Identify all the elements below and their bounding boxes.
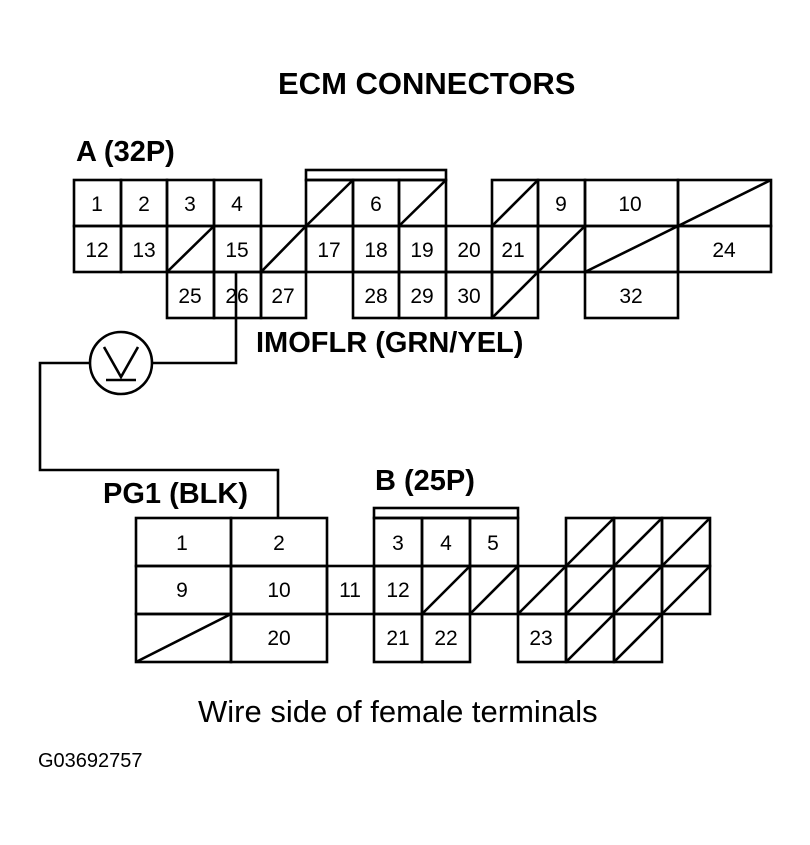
- pin-a-32: 32: [619, 285, 642, 308]
- connector-b-body: [134, 506, 712, 664]
- pin-a-30: 30: [457, 285, 480, 308]
- pin-a-19: 19: [410, 239, 433, 262]
- wire-label: IMOFLR (GRN/YEL): [256, 327, 524, 359]
- pin-a-26: 26: [225, 285, 248, 308]
- pin-b-9: 9: [176, 579, 188, 602]
- pin-a-2: 2: [138, 193, 150, 216]
- pin-b-3: 3: [392, 532, 404, 555]
- pin-a-29: 29: [410, 285, 433, 308]
- pin-a-17: 17: [317, 239, 340, 262]
- pin-a-18: 18: [364, 239, 387, 262]
- connector-a-body: [72, 168, 773, 320]
- ground-label: PG1 (BLK): [103, 478, 248, 510]
- pin-a-6: 6: [370, 193, 382, 216]
- pin-a-3: 3: [184, 193, 196, 216]
- caption: Wire side of female terminals: [198, 694, 598, 729]
- pin-a-21: 21: [501, 239, 524, 262]
- pin-a-10: 10: [618, 193, 641, 216]
- pin-b-5: 5: [487, 532, 499, 555]
- pin-a-15: 15: [225, 239, 248, 262]
- pin-b-23: 23: [529, 627, 552, 650]
- pin-a-1: 1: [91, 193, 103, 216]
- pin-a-24: 24: [712, 239, 736, 262]
- pin-a-27: 27: [271, 285, 294, 308]
- voltmeter-icon: [88, 330, 154, 396]
- pin-a-25: 25: [178, 285, 201, 308]
- figure-code: G03692757: [38, 750, 143, 772]
- pin-b-2: 2: [273, 532, 285, 555]
- connector-b-label: B (25P): [375, 465, 475, 497]
- pin-a-20: 20: [457, 239, 480, 262]
- pin-b-1: 1: [176, 532, 188, 555]
- pin-a-9: 9: [555, 193, 567, 216]
- test-wire: [38, 272, 280, 518]
- pin-a-28: 28: [364, 285, 387, 308]
- pin-b-12: 12: [386, 579, 409, 602]
- pin-a-4: 4: [231, 193, 243, 216]
- connector-b-blank-cavities: [135, 517, 711, 664]
- pin-b-11: 11: [339, 579, 361, 602]
- pin-b-21: 21: [386, 627, 409, 650]
- connector-a-blank-cavities: [166, 178, 772, 319]
- pin-b-4: 4: [440, 532, 452, 555]
- pin-b-20: 20: [267, 627, 290, 650]
- pin-b-10: 10: [267, 579, 290, 602]
- connector-a-label: A (32P): [76, 136, 175, 168]
- diagram-title: ECM CONNECTORS: [278, 66, 576, 101]
- pin-a-12: 12: [85, 239, 108, 262]
- pin-b-22: 22: [434, 627, 457, 650]
- pin-a-13: 13: [132, 239, 155, 262]
